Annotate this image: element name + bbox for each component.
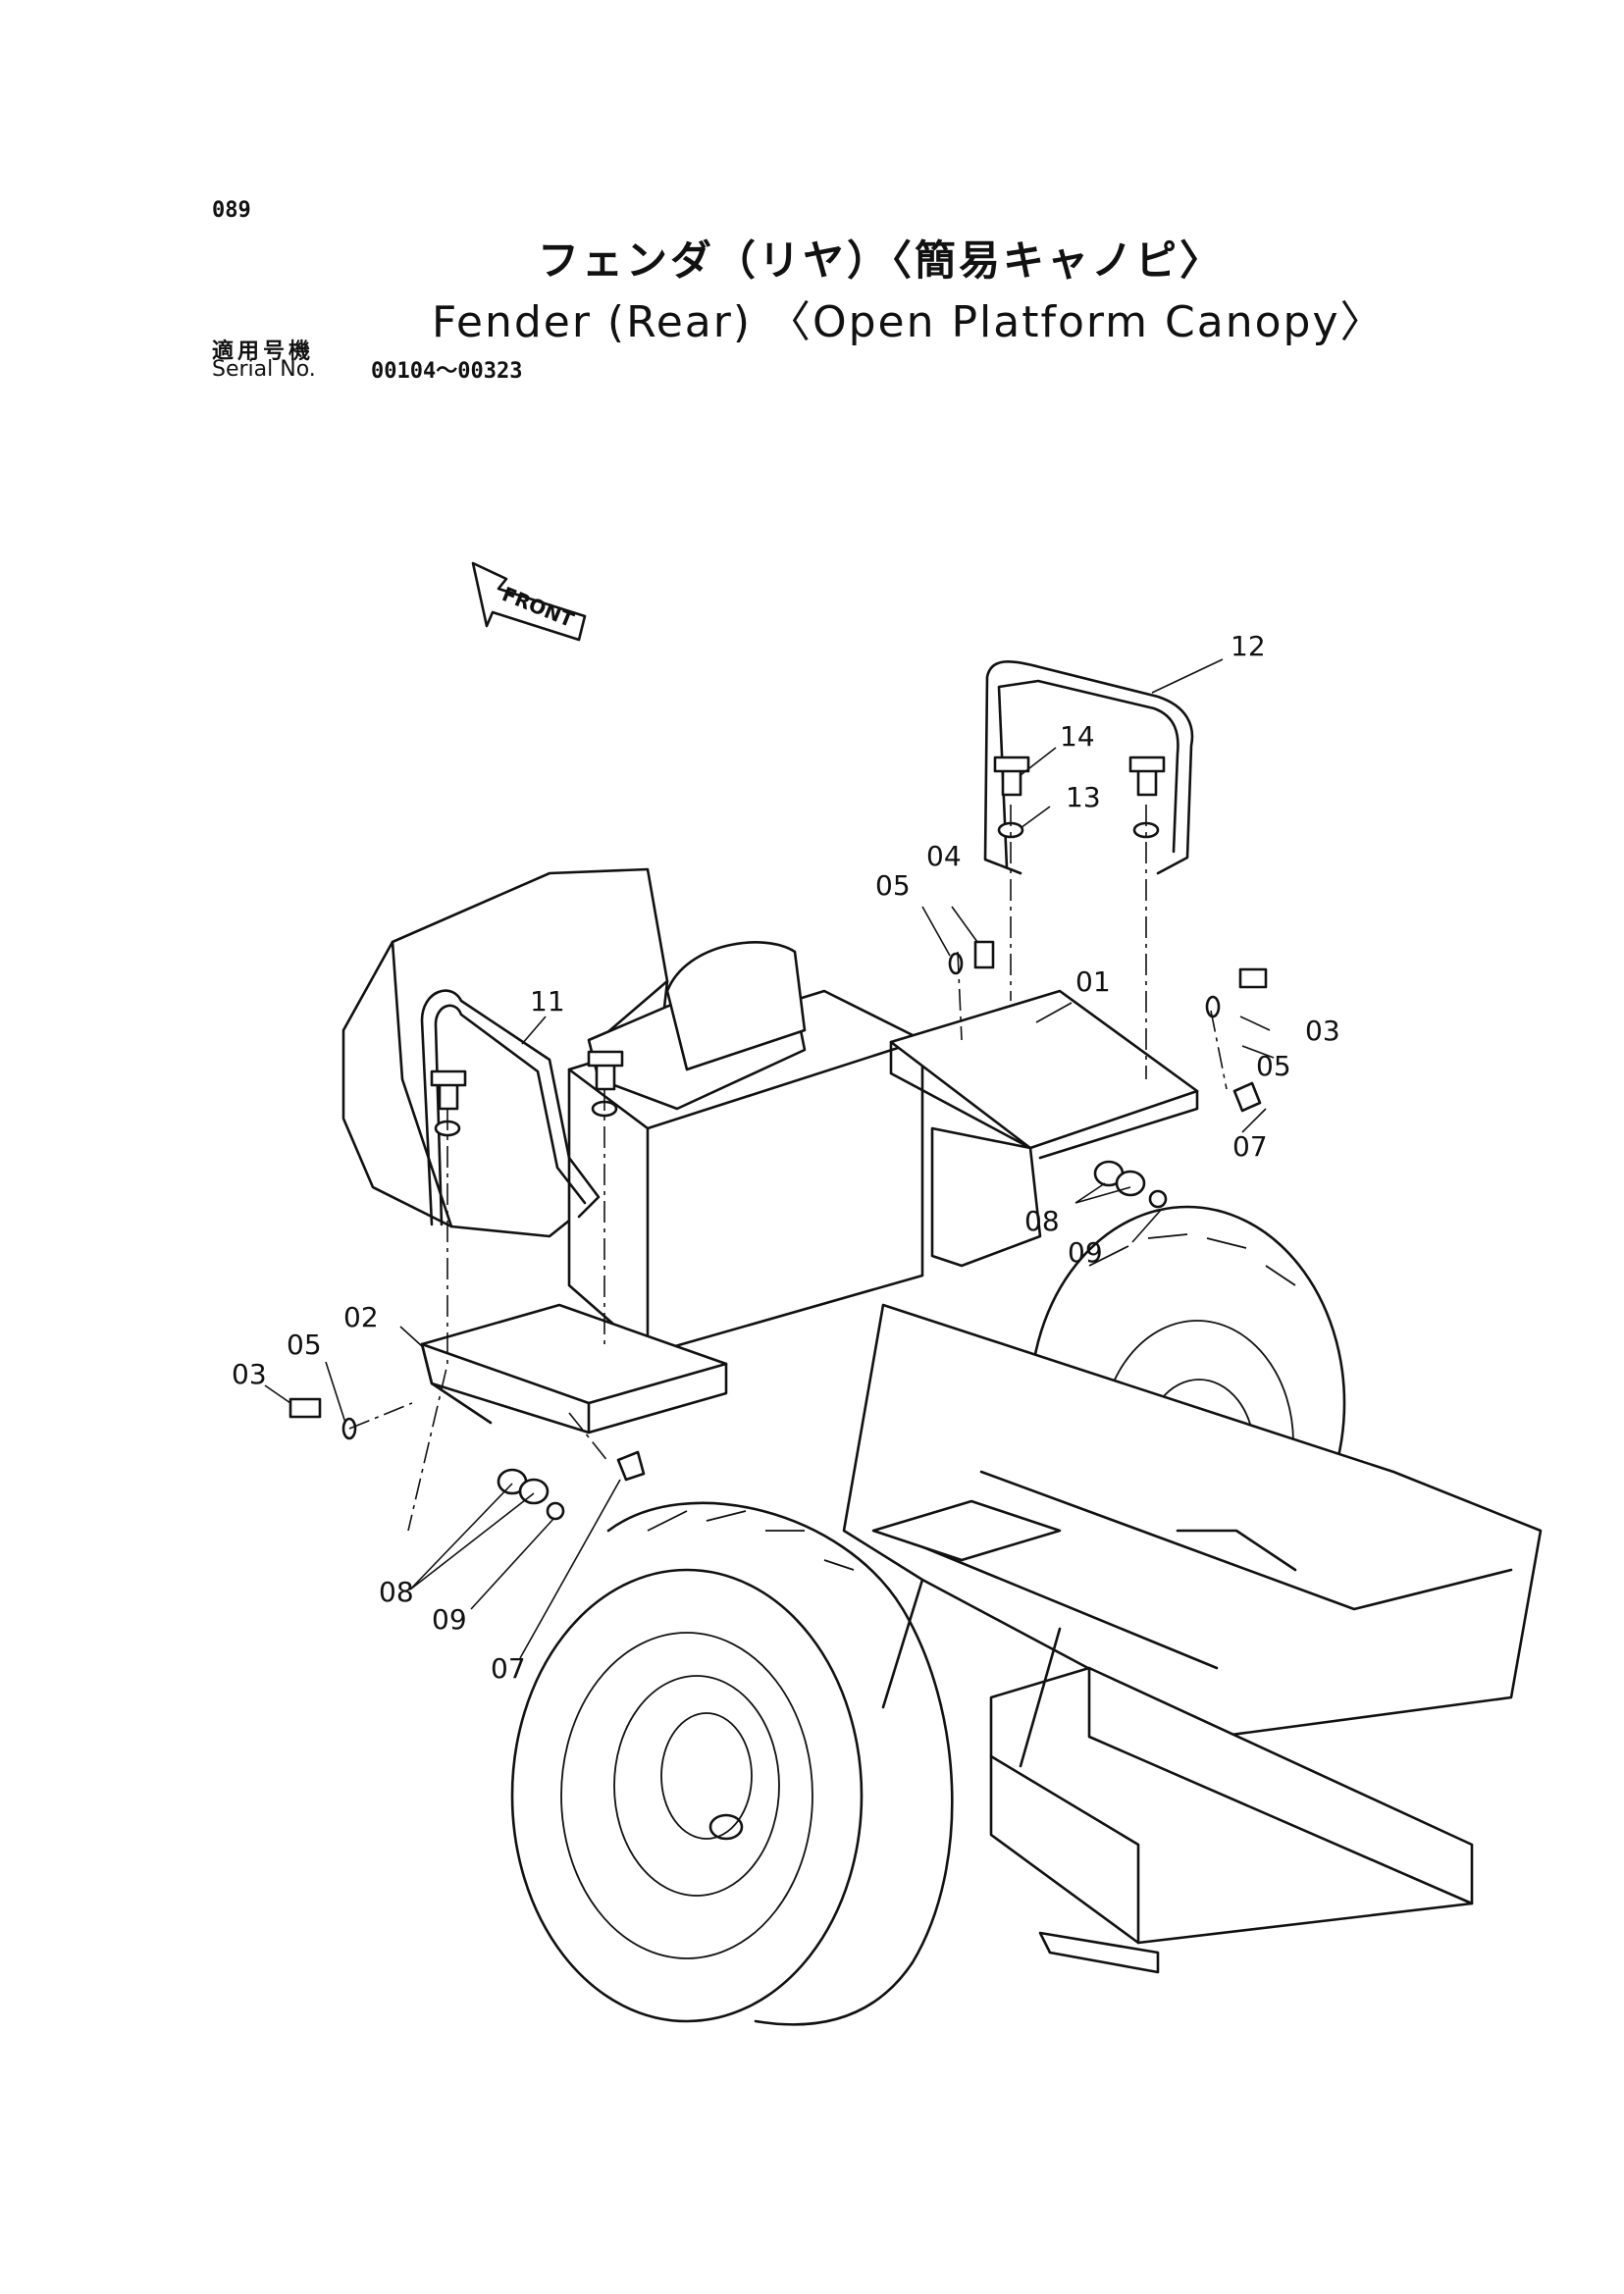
part-label-05-upper: 05 (875, 869, 911, 902)
part-label-13: 13 (1066, 781, 1101, 813)
part-label-05-left: 05 (287, 1329, 322, 1361)
part-label-07-left: 07 (491, 1652, 526, 1685)
fender-right-01 (889, 989, 1199, 1268)
part-label-08-left: 08 (379, 1576, 414, 1608)
leader-lines (264, 658, 1275, 1659)
handrail-left-11 (420, 989, 601, 1226)
fender-left-02 (420, 1303, 728, 1434)
assembly-centerlines (348, 805, 1228, 1532)
part-label-05-right: 05 (1256, 1050, 1291, 1082)
part-label-12: 12 (1231, 630, 1266, 662)
part-label-11: 11 (530, 985, 565, 1017)
part-label-09-left: 09 (432, 1603, 467, 1636)
front-arrow-label: FRONT (498, 582, 577, 632)
page-title-japanese: フェンダ（リヤ）〈簡易キャノピ〉 (538, 236, 1225, 285)
part-label-08-right: 08 (1024, 1205, 1060, 1237)
rear-tire-left (510, 1501, 954, 2026)
chassis-frame (842, 1303, 1543, 1974)
part-label-07-right: 07 (1232, 1130, 1268, 1163)
handrail-right-12 (983, 659, 1194, 875)
part-labels: 12 14 13 04 05 01 03 05 11 07 08 09 02 0… (232, 630, 1340, 1685)
part-label-03-left: 03 (232, 1358, 267, 1390)
page-number: 089 (212, 198, 251, 223)
serial-label-japanese: 適用号機 (212, 339, 315, 364)
part-label-02: 02 (343, 1301, 379, 1333)
part-label-14: 14 (1060, 720, 1095, 753)
page-title-english: Fender (Rear) 〈Open Platform Canopy〉 (432, 297, 1386, 347)
part-label-03-right: 03 (1305, 1015, 1340, 1047)
serial-range: 00104～00323 (371, 359, 523, 384)
part-label-09-right: 09 (1068, 1236, 1103, 1269)
part-label-01: 01 (1075, 965, 1111, 998)
part-label-04: 04 (926, 840, 962, 872)
serial-label-english: Serial No. (212, 357, 316, 382)
seat-box (567, 941, 924, 1356)
front-direction-arrow: FRONT (471, 561, 587, 642)
